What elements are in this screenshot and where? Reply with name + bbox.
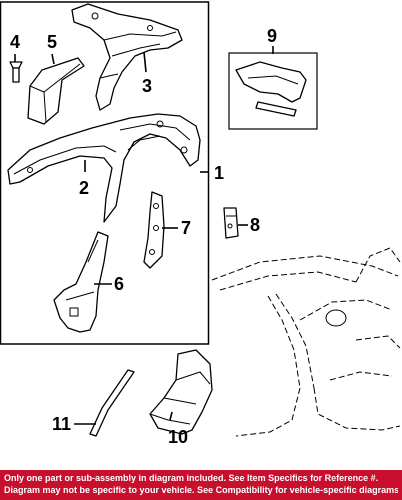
disclaimer-banner: Only one part or sub-assembly in diagram… (0, 470, 402, 500)
part-5-pad[interactable] (27, 57, 85, 125)
callout-7: 7 (181, 218, 191, 238)
callout-1: 1 (214, 163, 224, 183)
disclaimer-line-1: Only one part or sub-assembly in diagram… (4, 473, 379, 483)
part-7-bracket[interactable] (143, 191, 165, 269)
callout-3: 3 (142, 76, 152, 96)
part-4-clip[interactable] (9, 61, 23, 83)
part-3-reinforcement[interactable] (71, 3, 183, 111)
part-11-strip[interactable] (89, 369, 135, 437)
callout-4: 4 (10, 32, 20, 52)
part-6-pillar[interactable] (53, 231, 109, 333)
callout-5: 5 (47, 32, 57, 52)
callout-9: 9 (267, 26, 277, 46)
callout-2: 2 (79, 178, 89, 198)
part-10-liner[interactable] (149, 349, 213, 435)
leader-lines (14, 46, 274, 425)
disclaimer-line-2: Diagram may not be specific to your vehi… (4, 485, 398, 495)
parts-diagram: 1 2 3 4 5 6 7 8 9 10 11 (0, 1, 401, 447)
part-2-wheelhouse[interactable] (7, 113, 201, 223)
callout-8: 8 (250, 215, 260, 235)
part-8-bracket[interactable] (223, 207, 239, 239)
assembly-frame (0, 1, 210, 345)
callout-6: 6 (114, 274, 124, 294)
callout-11: 11 (52, 414, 71, 434)
callout-10: 10 (168, 427, 188, 447)
callout-labels: 1 2 3 4 5 6 7 8 9 10 11 (10, 26, 277, 447)
part-9-channel[interactable] (235, 61, 307, 117)
vehicle-body-reference (211, 247, 401, 437)
